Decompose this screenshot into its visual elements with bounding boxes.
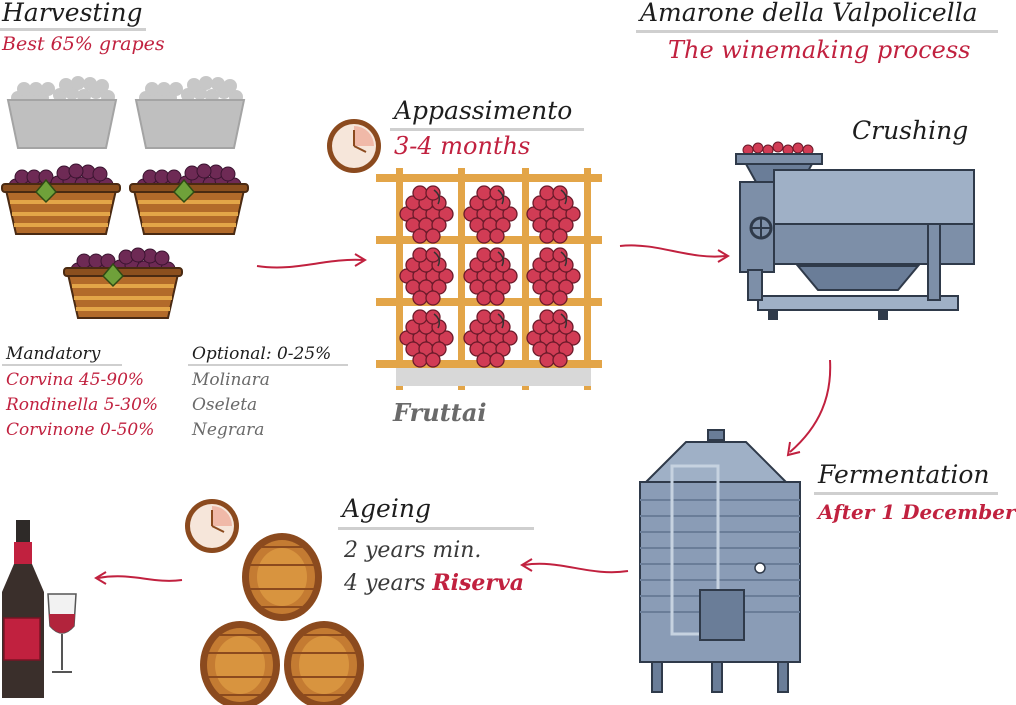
ageing-line-1: 2 years min. bbox=[344, 538, 482, 563]
arrow-drying-to-crushing bbox=[619, 244, 730, 263]
clock-icon bbox=[327, 119, 381, 173]
appassimento-title: Appassimento bbox=[394, 96, 573, 125]
fermentation-underline bbox=[814, 492, 998, 495]
harvesting-title: Harvesting bbox=[2, 0, 143, 27]
optional-underline bbox=[188, 364, 348, 366]
wine-glass-icon bbox=[47, 593, 77, 673]
mandatory-item-2: Rondinella 5-30% bbox=[6, 395, 159, 415]
fermentation-tank-icon bbox=[639, 429, 801, 693]
arrow-ageing-to-bottle bbox=[94, 571, 183, 585]
mandatory-title: Mandatory bbox=[6, 344, 101, 364]
barrel-icon bbox=[199, 532, 365, 705]
fermentation-title: Fermentation bbox=[818, 460, 990, 489]
optional-item-1: Molinara bbox=[192, 370, 270, 390]
header-subtitle: The winemaking process bbox=[668, 36, 971, 64]
harvesting-note: Best 65% grapes bbox=[2, 33, 165, 55]
header-title-underline bbox=[636, 30, 998, 33]
arrow-crushing-to-fermentation bbox=[786, 359, 832, 457]
optional-title: Optional: 0-25% bbox=[192, 344, 332, 364]
arrow-harvest-to-drying bbox=[256, 253, 367, 269]
fermentation-note: After 1 December bbox=[818, 500, 1016, 524]
grape-baskets-illustration bbox=[0, 76, 250, 320]
crusher-machine-icon bbox=[735, 141, 975, 320]
ageing-line-2-prefix: 4 years bbox=[344, 571, 426, 596]
header-title: Amarone della Valpolicella bbox=[640, 0, 978, 27]
optional-item-3: Negrara bbox=[192, 420, 265, 440]
mandatory-item-1: Corvina 45-90% bbox=[6, 370, 145, 390]
ageing-riserva: Riserva bbox=[432, 570, 525, 596]
appassimento-underline bbox=[390, 128, 584, 131]
ageing-underline bbox=[338, 527, 534, 530]
mandatory-item-3: Corvinone 0-50% bbox=[6, 420, 155, 440]
clock-icon-ageing bbox=[185, 499, 239, 553]
crushing-title: Crushing bbox=[852, 116, 969, 145]
appassimento-duration: 3-4 months bbox=[394, 132, 531, 160]
drying-rack-icon bbox=[376, 168, 602, 390]
mandatory-underline bbox=[2, 364, 122, 366]
harvesting-title-underline bbox=[0, 28, 146, 31]
ageing-line-2: 4 years Riserva bbox=[344, 570, 524, 596]
optional-item-2: Oseleta bbox=[192, 395, 258, 415]
arrow-fermentation-to-ageing bbox=[520, 558, 629, 574]
rack-label: Fruttai bbox=[393, 398, 487, 427]
wine-bottle-icon bbox=[2, 520, 44, 698]
ageing-title: Ageing bbox=[342, 494, 431, 523]
